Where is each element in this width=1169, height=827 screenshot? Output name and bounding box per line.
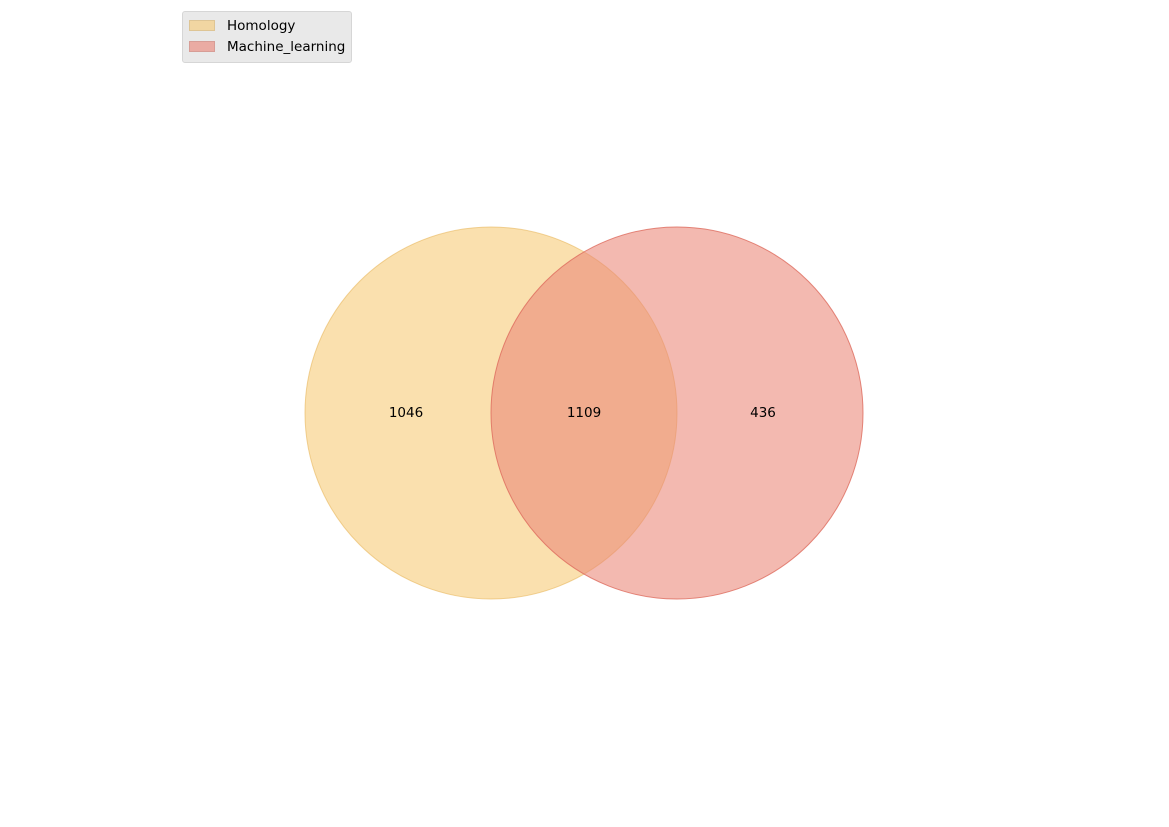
legend-entry-homology: Homology <box>189 15 345 36</box>
legend-entry-machine-learning: Machine_learning <box>189 36 345 57</box>
venn-circle-machine-learning <box>490 226 864 600</box>
region-label-intersection: 1109 <box>567 405 601 421</box>
legend: Homology Machine_learning <box>182 11 353 63</box>
legend-label-homology: Homology <box>227 17 296 34</box>
region-label-machine-learning-only: 436 <box>750 405 776 421</box>
legend-label-machine-learning: Machine_learning <box>227 38 346 55</box>
region-label-homology-only: 1046 <box>389 405 423 421</box>
legend-swatch-machine-learning <box>189 41 215 52</box>
legend-swatch-homology <box>189 20 215 31</box>
